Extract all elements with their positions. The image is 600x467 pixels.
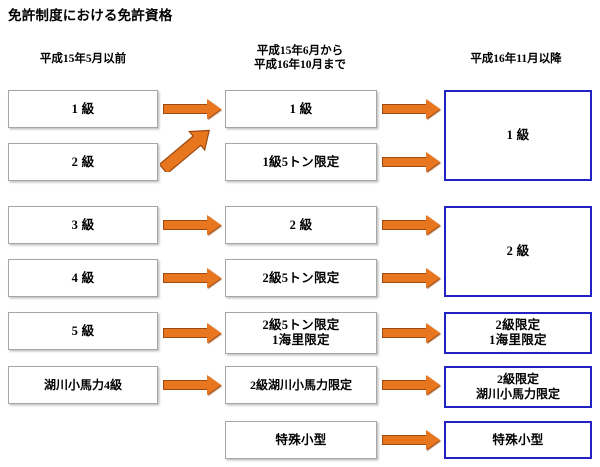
arrow-middle5-to-right3 [382,323,440,343]
middle-box-2: 1級5トン限定 [225,143,377,181]
column-header-left: 平成15年5月以前 [39,53,127,65]
arrow-middle7-to-right5 [382,430,440,450]
arrow-middle4-to-right2 [382,268,440,288]
arrow-middle3-to-right2 [382,215,440,235]
middle-box-7: 特殊小型 [225,421,377,459]
right-box-4: 2級限定 湖川小馬力限定 [444,366,592,408]
right-box-2: 2 級 [444,206,592,297]
middle-box-1: 1 級 [225,90,377,128]
middle-box-5: 2級5トン限定 1海里限定 [225,312,377,354]
column-header-middle: 平成15年6月から 平成16年10月まで [254,45,346,71]
page-title: 免許制度における免許資格 [8,8,173,23]
arrow-left1-to-middle1 [163,99,221,119]
left-box-1: 1 級 [8,90,158,128]
right-box-3: 2級限定 1海里限定 [444,312,592,354]
arrow-left6-to-middle6 [163,375,221,395]
arrow-middle1-to-right1 [382,99,440,119]
arrow-middle6-to-right4 [382,375,440,395]
left-box-3: 3 級 [8,206,158,244]
arrow-left5-to-middle5 [163,323,221,343]
right-box-5: 特殊小型 [444,421,592,459]
left-box-2: 2 級 [8,143,158,181]
right-box-1: 1 級 [444,90,592,181]
left-box-6: 湖川小馬力4級 [8,366,158,404]
middle-box-6: 2級湖川小馬力限定 [225,366,377,404]
arrow-left2-to-middle1-diagonal [158,112,226,175]
middle-box-4: 2級5トン限定 [225,259,377,297]
column-header-right: 平成16年11月以降 [470,53,562,65]
left-box-4: 4 級 [8,259,158,297]
arrow-middle2-to-right1 [382,152,440,172]
middle-box-3: 2 級 [225,206,377,244]
arrow-left4-to-middle4 [163,268,221,288]
left-box-5: 5 級 [8,312,158,350]
arrow-left3-to-middle3 [163,215,221,235]
